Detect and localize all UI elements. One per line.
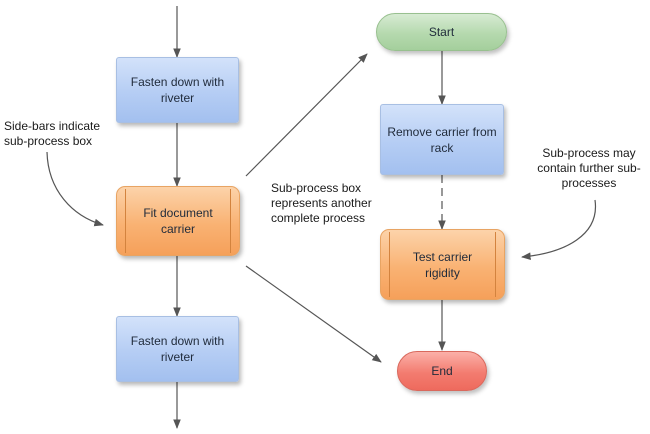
- connector-expand-to-end: [245, 265, 382, 363]
- subprocess-test-carrier-rigidity[interactable]: Test carrier rigidity: [380, 229, 505, 300]
- node-label-line: Test carrier: [412, 249, 473, 264]
- node-label-line: End: [431, 364, 453, 378]
- node-label-line: rack: [430, 140, 454, 155]
- annotation-line: complete process: [271, 211, 366, 225]
- node-label-line: Fit document: [143, 206, 213, 220]
- subprocess-fit-document-carrier[interactable]: Fit document carrier: [116, 186, 240, 256]
- annotation-further-subprocesses: Sub-process may contain further sub- pro…: [532, 146, 646, 191]
- node-label-line: Fasten down with: [130, 334, 225, 348]
- annotation-line: contain further sub-: [537, 161, 641, 175]
- terminator-start[interactable]: Start: [376, 13, 507, 51]
- node-label-line: Start: [428, 25, 455, 39]
- pointer-further: [521, 199, 596, 261]
- node-label-line: Fasten down with: [130, 75, 225, 89]
- annotation-line: processes: [561, 176, 617, 190]
- annotation-line: Sub-process box: [271, 181, 362, 195]
- process-remove-carrier[interactable]: Remove carrier from rack: [380, 104, 504, 175]
- annotation-subprocess-box: Sub-process box represents another compl…: [271, 181, 372, 226]
- node-label-line: rigidity: [425, 265, 460, 280]
- terminator-end[interactable]: End: [397, 351, 487, 391]
- pointer-sidebars: [46, 151, 104, 227]
- annotation-sidebars: Side-bars indicate sub-process box: [4, 119, 100, 149]
- annotation-line: represents another: [271, 196, 372, 210]
- node-label-line: riveter: [160, 91, 195, 105]
- process-fasten-top[interactable]: Fasten down with riveter: [116, 57, 239, 123]
- node-label-line: Remove carrier from: [387, 124, 497, 139]
- connector-expand-to-start: [245, 53, 368, 177]
- annotation-line: Side-bars indicate: [4, 119, 101, 133]
- annotation-line: sub-process box: [4, 134, 93, 148]
- node-label-line: carrier: [160, 222, 195, 236]
- node-label-line: riveter: [160, 350, 195, 364]
- annotation-line: Sub-process may: [542, 146, 636, 160]
- process-fasten-bottom[interactable]: Fasten down with riveter: [116, 316, 239, 382]
